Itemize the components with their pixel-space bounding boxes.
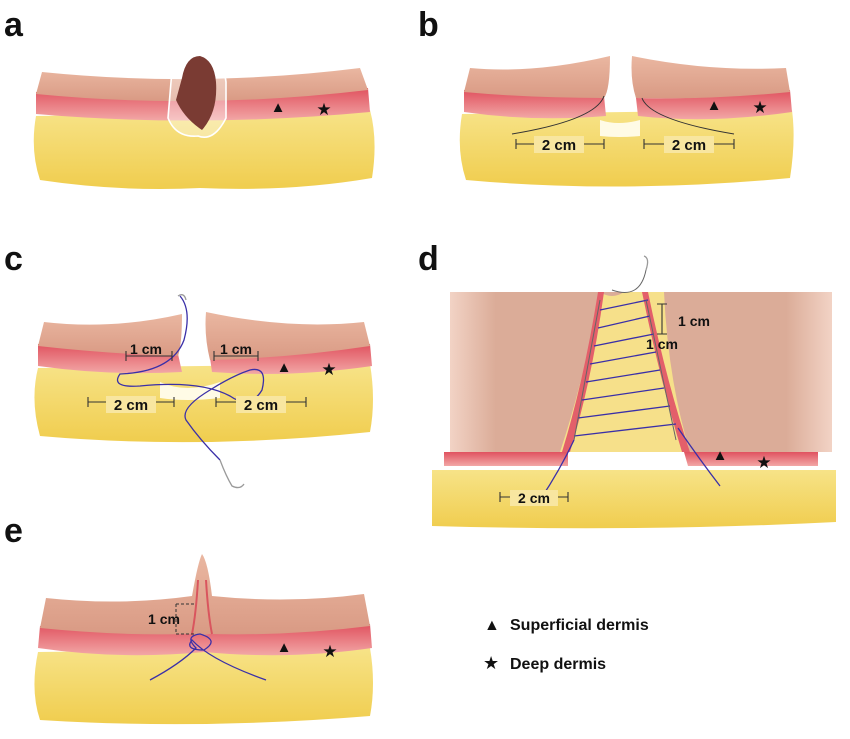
svg-text:2 cm: 2 cm <box>518 490 550 506</box>
triangle-marker: ▲ <box>713 447 728 464</box>
svg-text:1 cm: 1 cm <box>148 611 180 627</box>
svg-text:2 cm: 2 cm <box>114 397 148 414</box>
triangle-marker: ▲ <box>277 359 292 376</box>
wound-edge-left <box>562 292 604 452</box>
star-marker: ★ <box>321 360 336 379</box>
measure-2cm-left: 2 cm <box>87 396 175 414</box>
measure-1cm-mid: 1 cm <box>646 336 678 352</box>
dermis-band <box>38 344 182 374</box>
fat-layer <box>33 110 375 189</box>
panel-a: a ▲ ★ <box>4 6 375 189</box>
svg-text:1 cm: 1 cm <box>678 313 710 329</box>
star-marker: ★ <box>322 642 337 661</box>
wound-gap <box>600 120 640 137</box>
measure-2cm-right: 2 cm <box>215 396 307 414</box>
epidermis-layer-left <box>464 56 610 98</box>
legend-superficial-dermis: Superficial dermis <box>510 617 649 634</box>
triangle-marker: ▲ <box>271 99 286 116</box>
measure-1cm: 1 cm <box>148 603 196 635</box>
svg-text:2 cm: 2 cm <box>672 137 706 154</box>
dermis-band <box>684 452 818 466</box>
buried-suture <box>149 633 267 681</box>
panel-letter-a: a <box>4 6 24 44</box>
everted-skin <box>40 554 370 635</box>
panel-letter-b: b <box>418 6 439 44</box>
legend-star-symbol: ★ <box>483 653 499 673</box>
measure-1cm-right: 1 cm <box>213 341 259 361</box>
fat-layer <box>459 110 794 187</box>
panel-letter-c: c <box>4 240 23 278</box>
triangle-marker: ▲ <box>277 639 292 656</box>
svg-text:1 cm: 1 cm <box>130 341 162 357</box>
epidermis-layer-right <box>205 312 370 360</box>
svg-text:1 cm: 1 cm <box>646 336 678 352</box>
star-marker: ★ <box>316 100 331 119</box>
svg-text:2 cm: 2 cm <box>542 137 576 154</box>
star-marker: ★ <box>752 98 767 117</box>
lesion <box>176 56 217 130</box>
undermining-line <box>641 97 735 135</box>
epidermis-layer-left <box>38 314 182 356</box>
measure-2cm-bottom: 2 cm <box>499 490 569 506</box>
legend-triangle-symbol: ▲ <box>484 617 500 634</box>
dermis-band <box>636 90 792 120</box>
measure-2cm-left: 2 cm <box>515 136 605 154</box>
dermis-band <box>210 344 372 374</box>
panel-d: d 1 cm 1 cm 2 cm ▲ ★ <box>418 240 836 529</box>
panel-letter-d: d <box>418 240 439 278</box>
fat-layer <box>432 470 836 529</box>
legend: ▲ Superficial dermis ★ Deep dermis <box>483 617 649 673</box>
panel-b: b 2 cm 2 cm ▲ ★ <box>418 6 794 187</box>
needle <box>177 294 245 489</box>
svg-text:2 cm: 2 cm <box>244 397 278 414</box>
measure-2cm-right: 2 cm <box>643 136 735 154</box>
svg-text:1 cm: 1 cm <box>220 341 252 357</box>
measure-1cm-left: 1 cm <box>125 341 173 361</box>
wound-edge-right <box>642 292 690 452</box>
fat-layer <box>34 648 373 725</box>
panel-c: c 1 cm 1 cm 2 cm 2 cm ▲ ★ <box>4 240 373 489</box>
needle <box>643 255 649 271</box>
panel-letter-e: e <box>4 512 23 550</box>
apposed-edges <box>191 579 213 635</box>
legend-deep-dermis: Deep dermis <box>510 656 606 673</box>
undermining-line <box>511 95 605 135</box>
epidermis-layer-right <box>631 56 790 99</box>
wound-gap <box>160 382 220 400</box>
measure-1cm-top: 1 cm <box>657 303 710 335</box>
panel-e: e 1 cm ▲ ★ <box>4 512 373 725</box>
triangle-marker: ▲ <box>707 97 722 114</box>
dermis-band <box>444 452 568 466</box>
star-marker: ★ <box>756 453 771 472</box>
